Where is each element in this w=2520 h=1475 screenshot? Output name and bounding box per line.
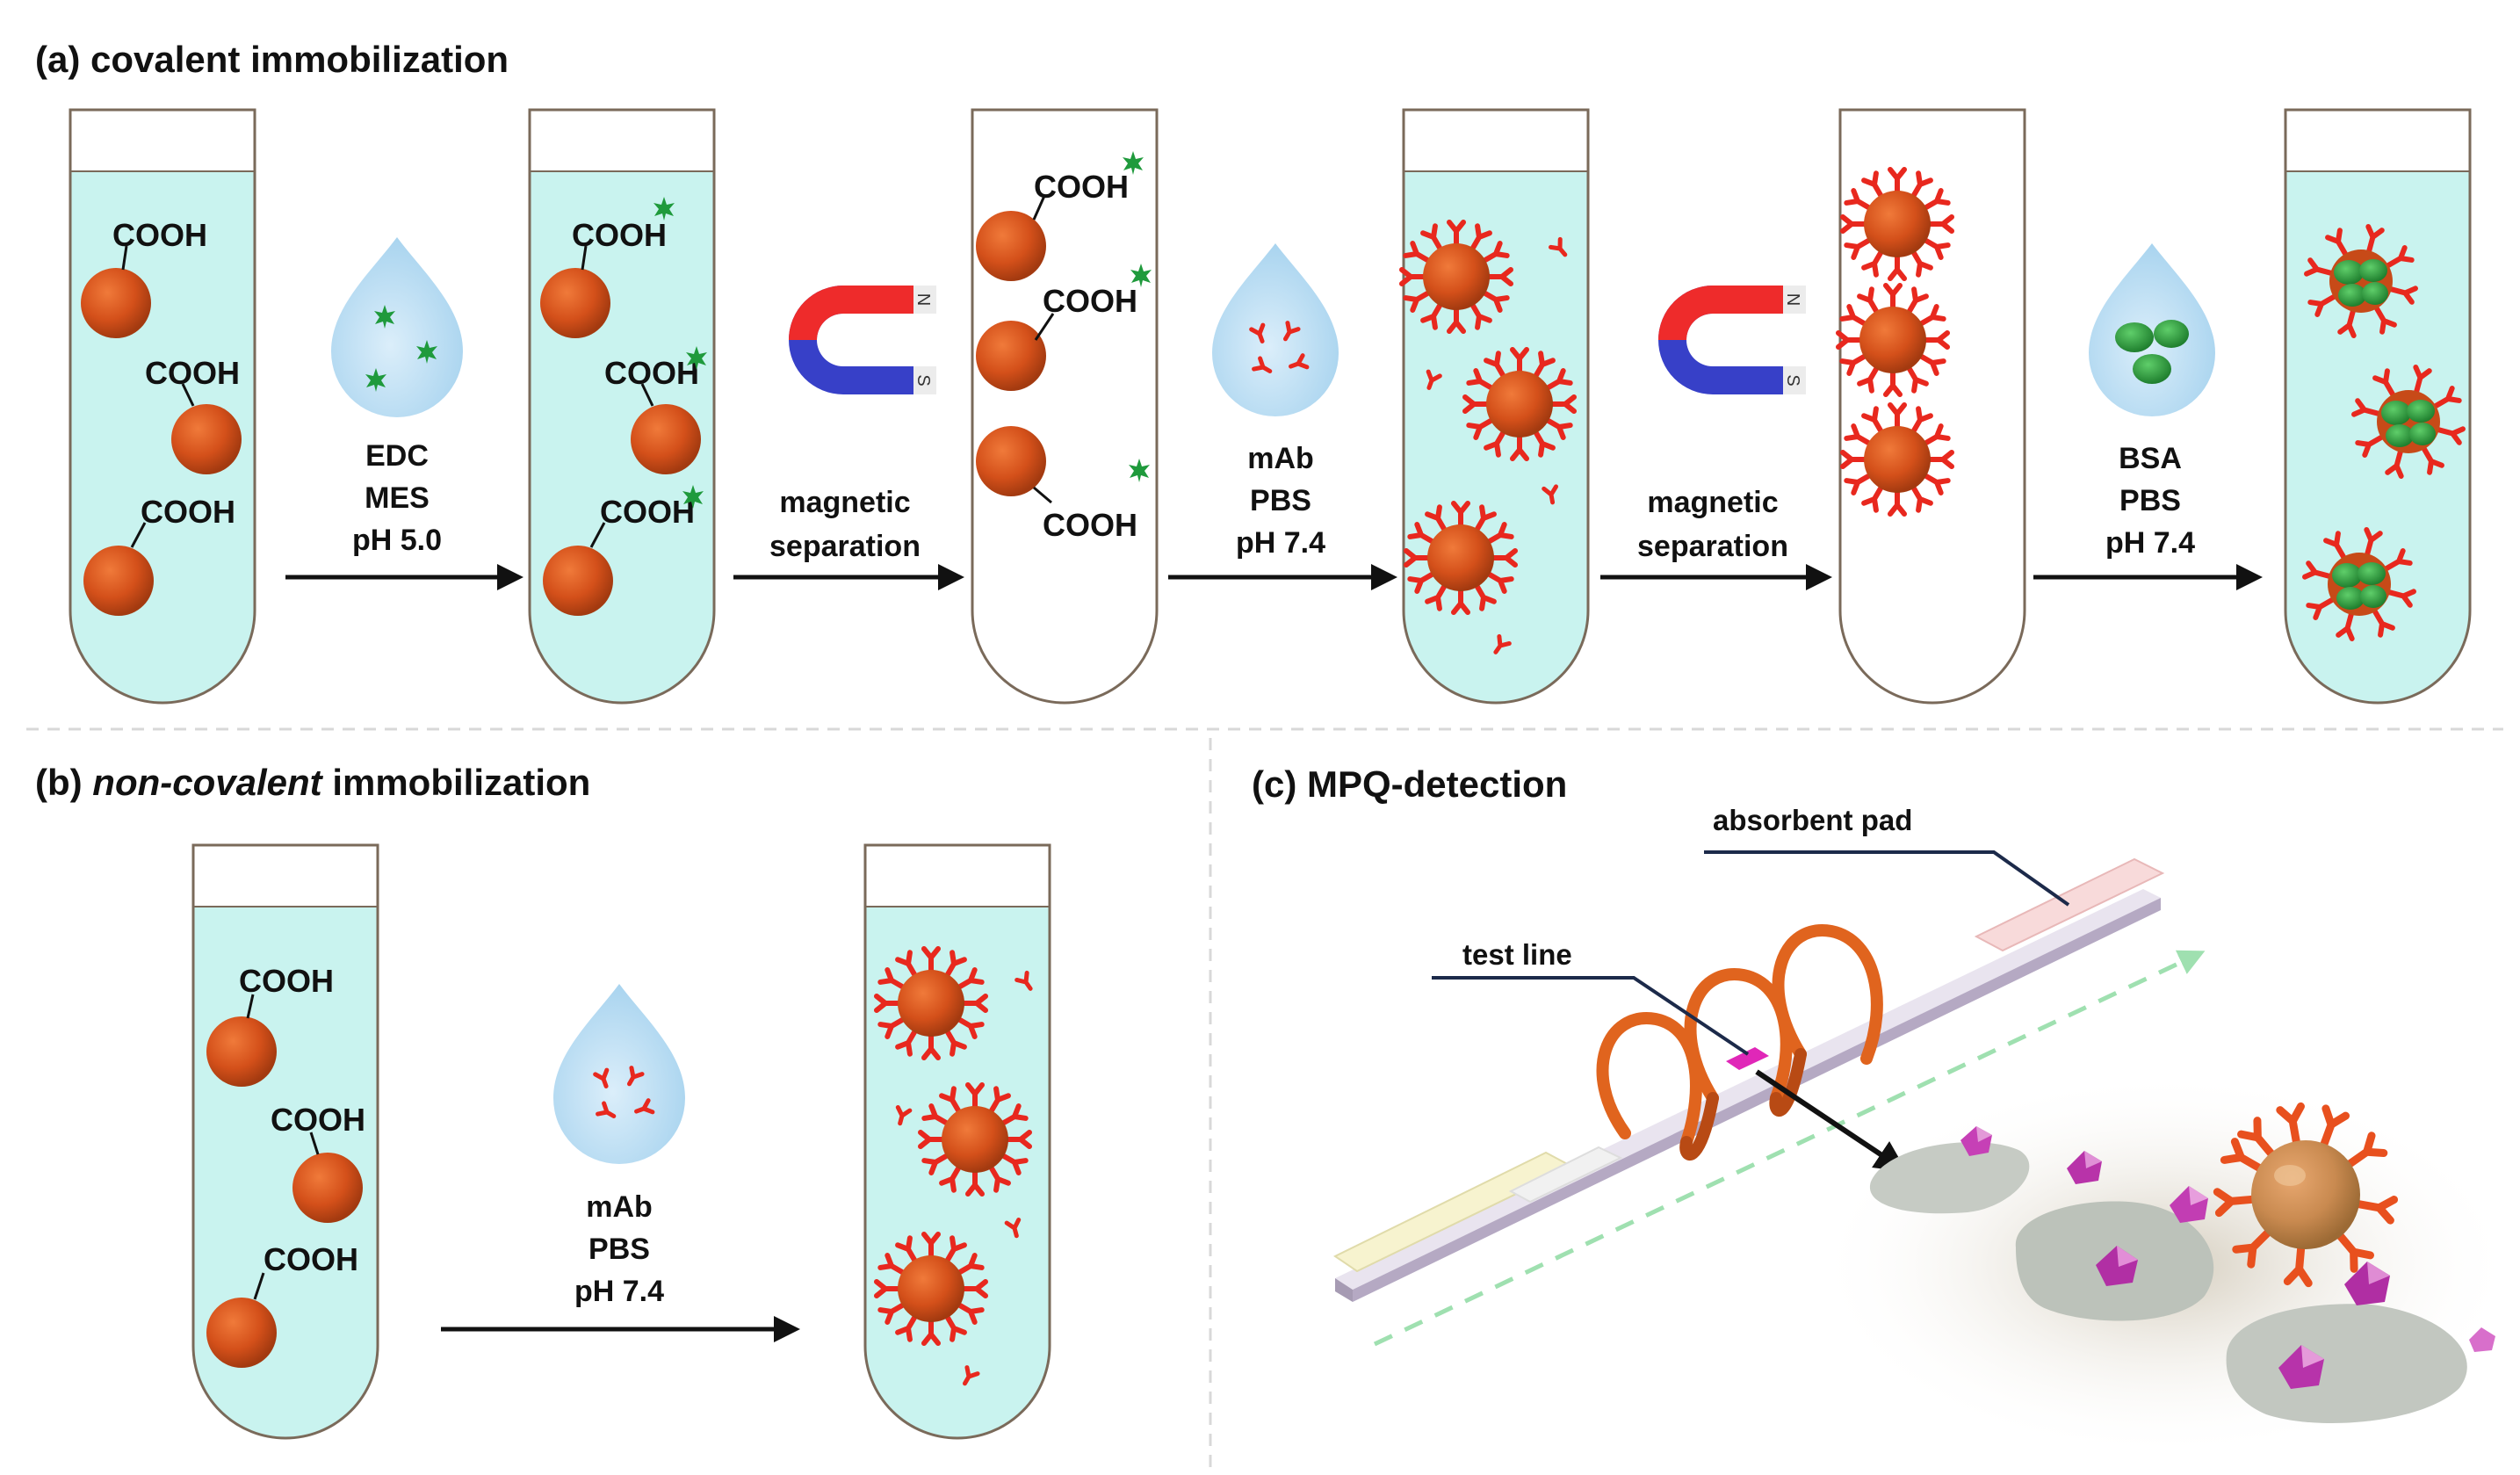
svg-text:magnetic: magnetic xyxy=(1647,486,1778,519)
tube-3: COOH COOH COOH xyxy=(971,108,1159,705)
analyte-icon xyxy=(2067,1151,2102,1184)
panel-a: (a) covalent immobilization COOH COOH CO… xyxy=(35,39,2472,705)
cooh-label: COOH xyxy=(1034,169,1129,205)
svg-text:pH 7.4: pH 7.4 xyxy=(574,1275,664,1308)
svg-text:mAb: mAb xyxy=(1247,442,1314,475)
svg-text:magnetic: magnetic xyxy=(779,486,910,519)
cooh-label: COOH xyxy=(141,494,235,530)
test-strip xyxy=(1333,857,2165,1302)
cooh-label: COOH xyxy=(1043,507,1137,543)
tube-5 xyxy=(1838,108,2026,705)
bsa-reagent-drop xyxy=(2089,243,2215,416)
tube-b1: COOH COOH COOH xyxy=(191,843,379,1440)
bsa-icon xyxy=(2154,320,2189,348)
svg-text:pH 7.4: pH 7.4 xyxy=(1236,526,1325,560)
edc-reagent-drop xyxy=(331,237,463,417)
svg-text:PBS: PBS xyxy=(588,1233,650,1266)
bead xyxy=(976,321,1046,391)
magnet-icon: N S xyxy=(1658,286,1806,394)
svg-text:mAb: mAb xyxy=(586,1190,653,1224)
step-label-edc: EDC MES pH 5.0 xyxy=(352,439,442,557)
cooh-label: COOH xyxy=(239,963,334,999)
step-label-magnetic-separation-1: magnetic separation xyxy=(769,486,921,563)
test-line-label: test line xyxy=(1462,938,1572,971)
cooh-label: COOH xyxy=(145,355,240,391)
bead xyxy=(976,211,1046,281)
step-label-bsa: BSA PBS pH 7.4 xyxy=(2105,442,2195,560)
bsa-icon xyxy=(2115,322,2154,352)
cooh-label: COOH xyxy=(271,1102,365,1138)
mab-reagent-drop xyxy=(553,984,685,1164)
mab-reagent-drop xyxy=(1212,243,1339,416)
analyte-icon xyxy=(2469,1327,2495,1352)
flow-direction-arrow xyxy=(1373,950,2206,1347)
tube-b2 xyxy=(863,843,1051,1440)
analyte-icon xyxy=(2170,1186,2208,1223)
bead xyxy=(543,546,613,616)
bead xyxy=(83,546,154,616)
absorbent-pad-label: absorbent pad xyxy=(1713,804,1912,836)
svg-text:pH 7.4: pH 7.4 xyxy=(2105,526,2195,560)
tube-1: COOH COOH COOH xyxy=(69,108,256,705)
step-label-mab-b: mAb PBS pH 7.4 xyxy=(574,1190,664,1308)
absorbent-pad xyxy=(1974,857,2165,952)
analyte-icon xyxy=(2096,1246,2138,1286)
panel-c-title: (c) MPQ-detection xyxy=(1252,763,1567,805)
tube-6 xyxy=(2284,108,2472,705)
detection-bead xyxy=(2213,1102,2399,1288)
conjugate-pad xyxy=(1508,1146,1623,1204)
analyte-icon xyxy=(2344,1262,2390,1305)
svg-text:pH 5.0: pH 5.0 xyxy=(352,524,442,557)
svg-text:BSA: BSA xyxy=(2119,442,2182,475)
step-label-magnetic-separation-2: magnetic separation xyxy=(1637,486,1788,563)
svg-text:S: S xyxy=(1783,374,1802,386)
svg-text:PBS: PBS xyxy=(2119,484,2181,517)
test-line-marker xyxy=(1726,1047,1769,1070)
svg-text:separation: separation xyxy=(1637,530,1788,563)
magnet-icon: N S xyxy=(789,286,936,394)
tube-4 xyxy=(1402,108,1590,705)
bsa-icon xyxy=(2133,354,2171,384)
absorbent-pad-callout xyxy=(1704,850,2070,907)
analyte-icon xyxy=(1960,1126,1992,1156)
bead xyxy=(171,404,242,474)
zoom-arrow xyxy=(1755,1069,1907,1172)
svg-text:PBS: PBS xyxy=(1250,484,1311,517)
cooh-label: COOH xyxy=(112,217,207,253)
svg-text:separation: separation xyxy=(769,530,921,563)
tube-2: COOH COOH COOH xyxy=(528,108,716,705)
target-analytes xyxy=(1960,1126,2495,1389)
svg-text:N: N xyxy=(1783,293,1802,306)
panel-c: (c) MPQ-detection xyxy=(1252,763,2516,1458)
cooh-label: COOH xyxy=(604,355,699,391)
coil-icon xyxy=(1596,924,1883,1160)
bead xyxy=(976,426,1046,496)
bead xyxy=(292,1153,363,1223)
svg-text:EDC: EDC xyxy=(365,439,429,473)
svg-text:S: S xyxy=(913,374,933,386)
svg-text:MES: MES xyxy=(365,481,430,515)
bead xyxy=(81,268,151,338)
bead xyxy=(540,268,610,338)
cooh-label: COOH xyxy=(572,217,667,253)
panel-a-title: (a) covalent immobilization xyxy=(35,39,509,80)
svg-text:N: N xyxy=(913,293,933,306)
test-line-callout xyxy=(1432,976,1750,1056)
cooh-label: COOH xyxy=(264,1241,358,1277)
analyte-icon xyxy=(2278,1345,2324,1389)
bead xyxy=(631,404,701,474)
cooh-label: COOH xyxy=(600,494,695,530)
step-label-mab: mAb PBS pH 7.4 xyxy=(1236,442,1325,560)
cooh-label: COOH xyxy=(1043,283,1137,319)
panel-b-title: (b) non-covalent immobilization xyxy=(35,762,590,803)
bead xyxy=(206,1016,277,1087)
panel-b: (b) non-covalent immobilization COOH COO… xyxy=(35,762,1051,1440)
bead xyxy=(206,1298,277,1368)
